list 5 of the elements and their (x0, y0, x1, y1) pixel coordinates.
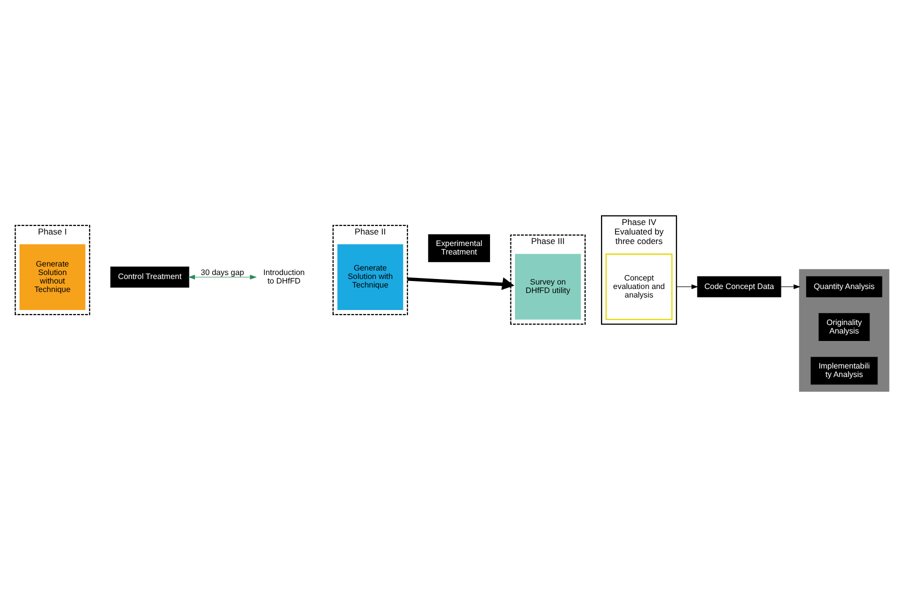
arrow (188, 274, 257, 280)
arrow (676, 284, 698, 290)
arrow (780, 284, 800, 290)
cluster (799, 269, 890, 392)
arrow (407, 277, 514, 290)
